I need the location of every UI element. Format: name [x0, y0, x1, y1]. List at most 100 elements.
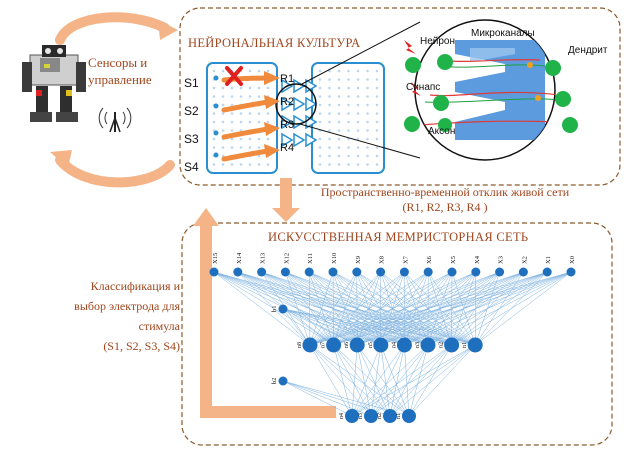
classification-line2: выбор электрода для	[44, 296, 180, 316]
input-node	[471, 268, 480, 277]
hidden-node	[444, 338, 459, 353]
electrode-dot	[213, 121, 216, 124]
electrode-dot	[249, 121, 252, 124]
electrode-dot	[240, 121, 243, 124]
electrode-dot	[231, 129, 234, 132]
input-label: X4	[474, 255, 481, 264]
electrode-dot	[357, 87, 360, 90]
synapse-line	[310, 272, 500, 345]
electrode-dot	[347, 87, 350, 90]
bias-node	[279, 377, 288, 386]
electrode-dot	[258, 112, 261, 115]
response-r4: R4	[280, 137, 294, 160]
synapse-line	[409, 345, 428, 416]
electrode-dot	[231, 146, 234, 149]
electrode-dot	[213, 70, 216, 73]
culture-title: НЕЙРОНАЛЬНАЯ КУЛЬТУРА	[188, 36, 360, 51]
electrode-dot	[347, 155, 350, 158]
hidden-label: n6	[344, 342, 350, 348]
electrode-dot	[231, 163, 234, 166]
electrode-dot	[347, 78, 350, 81]
stimulus-electrode	[214, 153, 219, 158]
bias-label: b2	[271, 378, 278, 385]
bias-node	[279, 305, 288, 314]
electrode-dot	[249, 138, 252, 141]
electrode-dot	[249, 112, 252, 115]
synapse-line	[352, 345, 452, 416]
electrode-dot	[249, 70, 252, 73]
classification-label: Классификация и выбор электрода для стим…	[44, 276, 180, 356]
electrode-dot	[267, 70, 270, 73]
classification-line4: (S1, S2, S3, S4)	[44, 336, 180, 356]
input-label: X8	[379, 256, 386, 264]
microchannels-label: Микроканалы	[471, 28, 535, 39]
hidden-label: n4	[391, 342, 397, 348]
input-node	[543, 268, 552, 277]
electrode-dot	[376, 121, 379, 124]
electrode-dot	[267, 138, 270, 141]
electrode-dot	[347, 121, 350, 124]
electrode-dot	[319, 163, 322, 166]
electrode-dot	[357, 146, 360, 149]
input-node	[233, 268, 242, 277]
input-node	[376, 268, 385, 277]
memristor-title: ИСКУССТВЕННАЯ МЕМРИСТОРНАЯ СЕТЬ	[268, 230, 528, 245]
input-label: X3	[498, 256, 505, 264]
electrode-dot	[357, 78, 360, 81]
hidden-label: n2	[439, 342, 445, 348]
electrode-dot	[319, 70, 322, 73]
output-node	[383, 409, 397, 423]
electrode-dot	[347, 163, 350, 166]
response-r1: R1	[280, 68, 294, 91]
hidden-node	[468, 338, 483, 353]
electrode-dot	[267, 121, 270, 124]
electrode-dot	[319, 104, 322, 107]
electrode-dot	[366, 70, 369, 73]
electrode-dot	[328, 121, 331, 124]
electrode-dot	[213, 146, 216, 149]
electrode-dot	[338, 163, 341, 166]
input-node	[495, 268, 504, 277]
hidden-node	[421, 338, 436, 353]
electrode-dot	[376, 70, 379, 73]
electrode-dot	[319, 138, 322, 141]
hidden-label: n1	[462, 342, 468, 348]
electrode-dot	[231, 121, 234, 124]
input-node	[329, 268, 338, 277]
synapse-line	[357, 272, 571, 345]
response-labels: R1 R2 R3 R4	[280, 68, 294, 160]
synapse-line	[390, 345, 475, 416]
electrode-dot	[366, 121, 369, 124]
input-node	[567, 268, 576, 277]
stimulus-labels: S1 S2 S3 S4	[184, 69, 199, 181]
stimulus-electrode	[214, 76, 219, 81]
electrode-dot	[328, 163, 331, 166]
synapse-line	[390, 345, 428, 416]
spike-icon	[404, 40, 416, 54]
hidden-label: n5	[368, 342, 374, 348]
input-node	[424, 268, 433, 277]
electrode-dot	[258, 87, 261, 90]
hidden-node	[326, 338, 341, 353]
electrode-dot	[328, 129, 331, 132]
input-node	[281, 268, 290, 277]
electrode-dot	[222, 87, 225, 90]
stimulus-s3: S3	[184, 125, 199, 153]
electrode-dot	[366, 129, 369, 132]
electrode-dot	[338, 138, 341, 141]
electrode-dot	[347, 104, 350, 107]
input-label: X15	[212, 253, 219, 264]
electrode-dot	[240, 138, 243, 141]
electrode-dot	[366, 95, 369, 98]
axon-label: Аксон	[428, 126, 455, 137]
electrode-dot	[222, 121, 225, 124]
neuron-label: Нейрон	[420, 36, 455, 47]
electrode-dot	[366, 163, 369, 166]
stimulus-s4: S4	[184, 153, 199, 181]
electrode-dot	[338, 95, 341, 98]
electrode-dot	[213, 138, 216, 141]
electrode-dot	[376, 129, 379, 132]
electrode-dot	[357, 95, 360, 98]
electrode-dot	[347, 112, 350, 115]
electrode-dot	[222, 70, 225, 73]
